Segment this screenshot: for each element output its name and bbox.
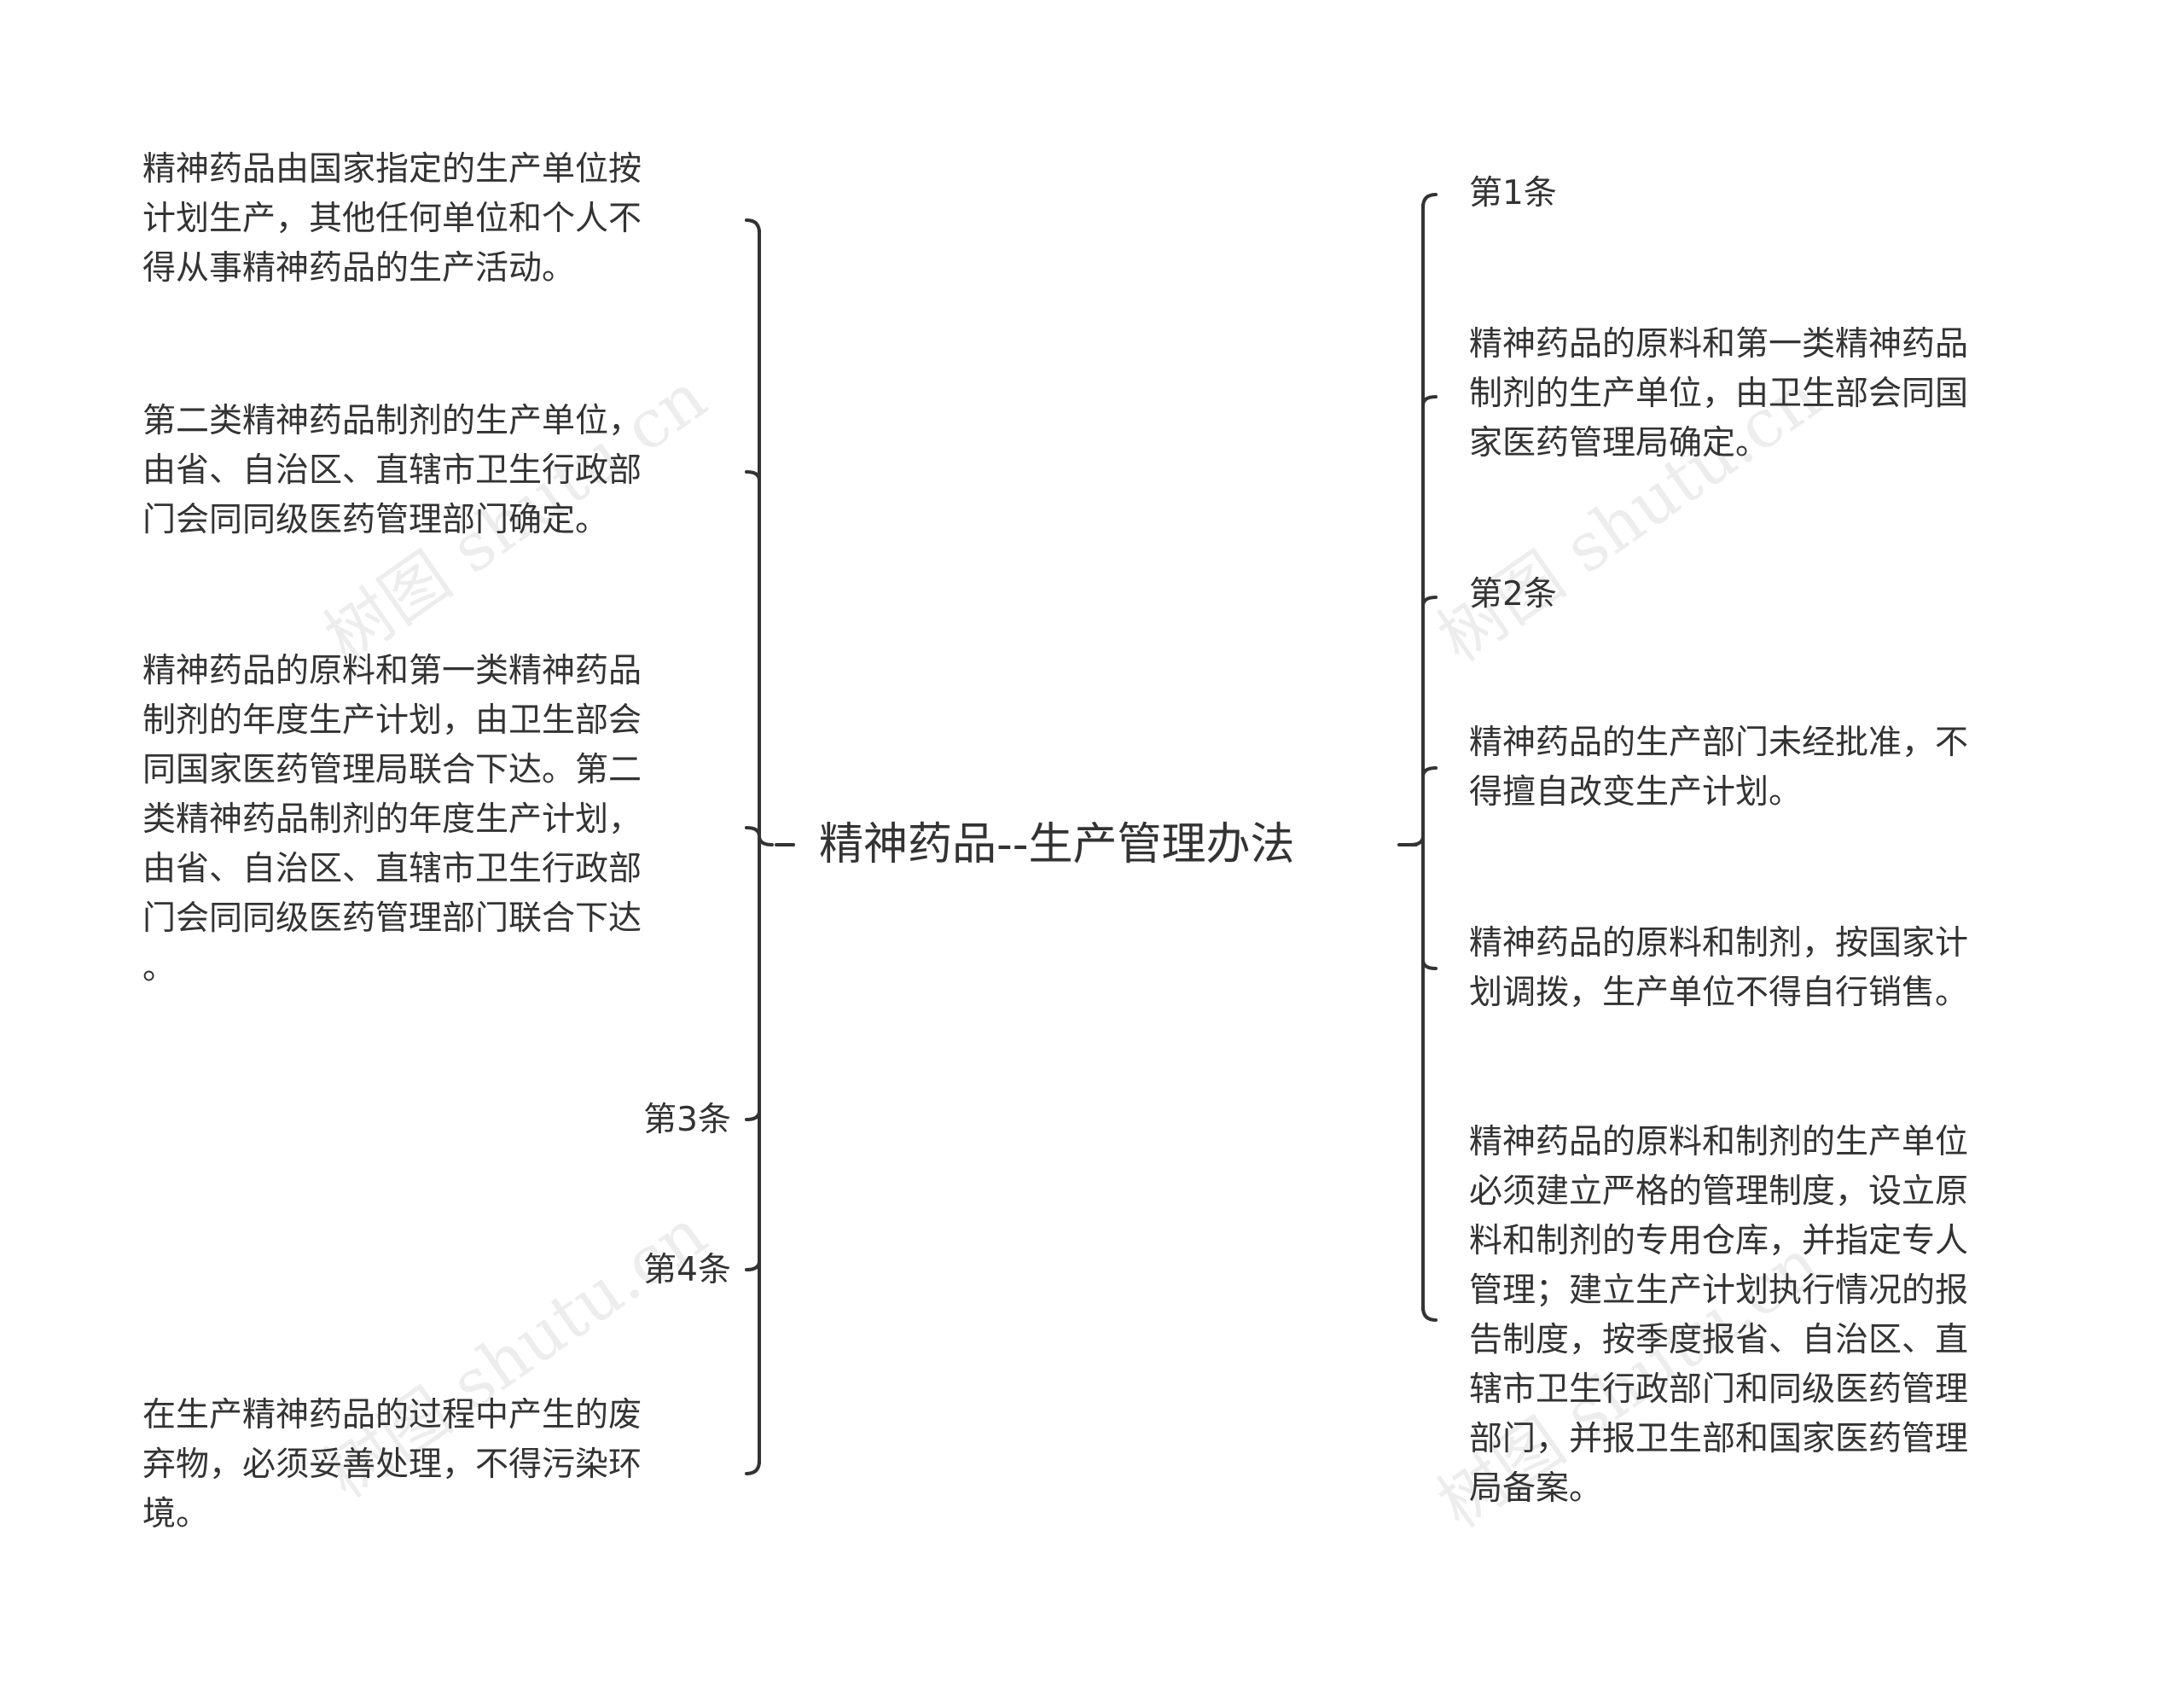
right-node-3: 第2条 [1469,575,1557,614]
right-node-5: 精神药品的原料和制剂，按国家计 划调拨，生产单位不得自行销售。 [1469,924,1969,1012]
root-topic: 精神药品--生产管理办法 [819,819,1295,870]
right-node-6: 精神药品的原料和制剂的生产单位 必须建立严格的管理制度，设立原 料和制剂的专用仓… [1469,1123,1969,1508]
connector-right-1 [1421,193,1438,209]
left-node-1: 精神药品由国家指定的生产单位按 计划生产，其他任何单位和个人不 得从事精神药品的… [142,150,642,288]
connector-left-2 [745,470,761,481]
connector-right-4 [1421,766,1438,778]
left-node-5: 第4条 [643,1251,731,1289]
left-node-6: 在生产精神药品的过程中产生的废 弃物，必须妥善处理，不得污染环 境。 [142,1396,642,1533]
connector-left-3 [745,826,761,838]
left-node-4: 第3条 [643,1101,731,1139]
left-node-2: 第二类精神药品制剂的生产单位， 由省、自治区、直辖市卫生行政部 门会同同级医药管… [142,402,642,539]
right-node-2: 精神药品的原料和第一类精神药品 制剂的生产单位，由卫生部会同国 家医药管理局确定… [1469,325,1969,462]
connector-left-6 [745,1459,761,1475]
connector-left-5 [745,1259,761,1271]
right-node-1: 第1条 [1469,174,1557,212]
right-node-4: 精神药品的生产部门未经批准，不 得擅自改变生产计划。 [1469,724,1969,811]
connector-left-1 [745,218,761,235]
connector-right-3 [1421,596,1438,608]
connector-right-2 [1421,395,1438,407]
left-node-3: 精神药品的原料和第一类精神药品 制剂的年度生产计划，由卫生部会 同国家医药管理局… [142,652,642,987]
connector-left-4 [745,1109,761,1121]
connector-right-5 [1421,958,1438,970]
connector-right-6 [1421,1306,1438,1322]
